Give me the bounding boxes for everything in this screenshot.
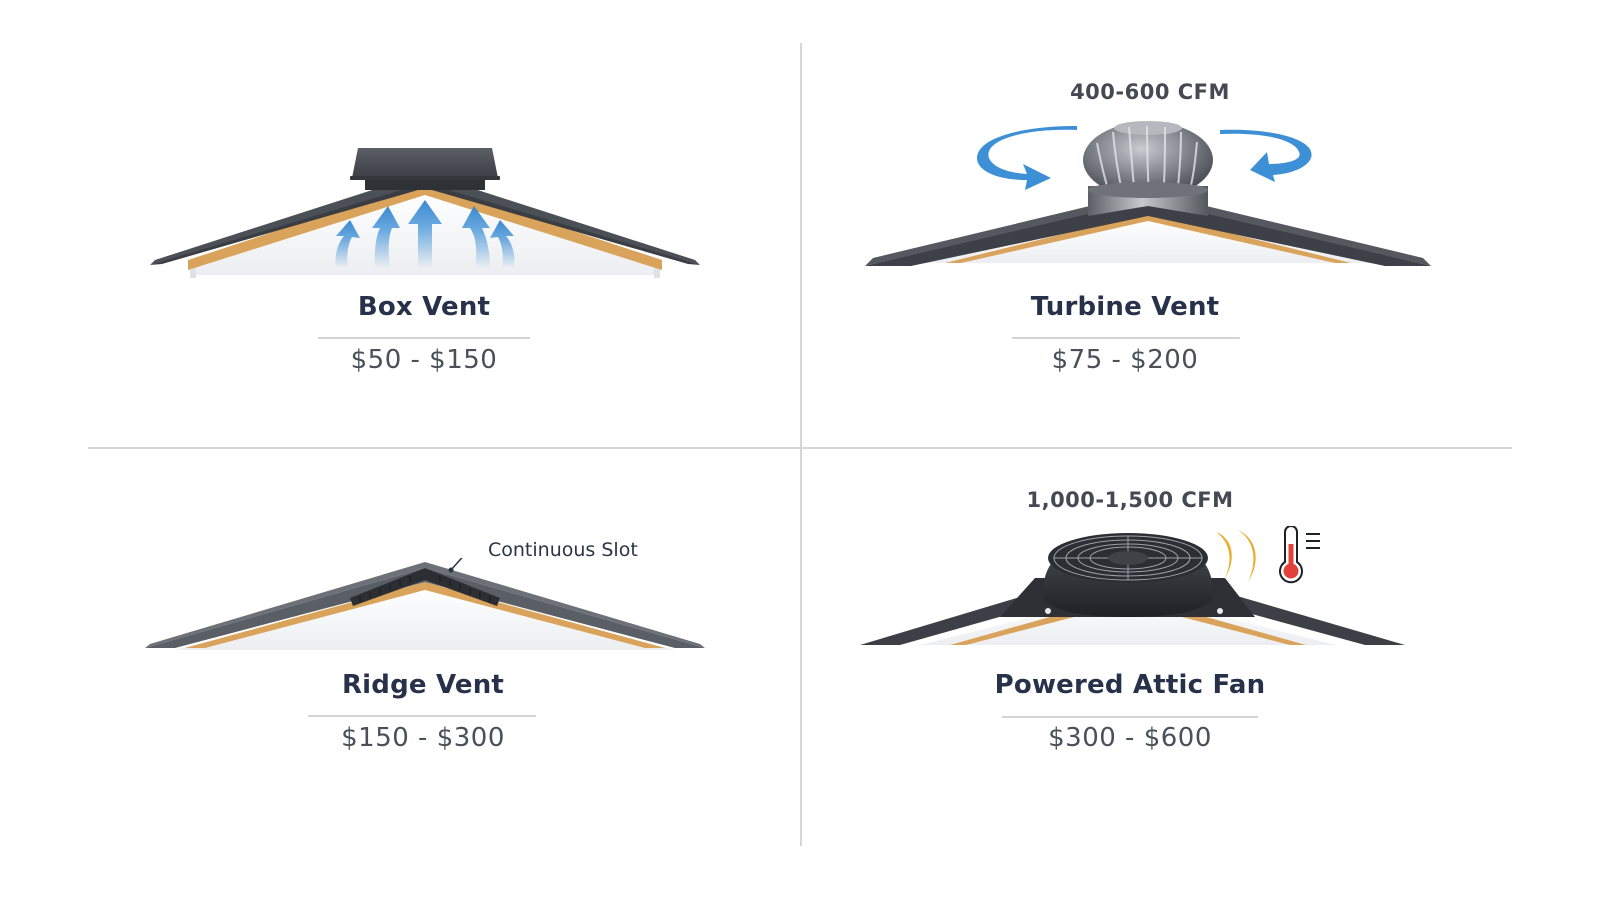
- title-underline: [1012, 337, 1240, 339]
- callout-label: Continuous Slot: [488, 539, 638, 561]
- vertical-divider: [800, 43, 802, 846]
- price-range: $50 - $150: [350, 345, 498, 375]
- price-range: $150 - $300: [341, 723, 505, 753]
- vent-title: Box Vent: [357, 292, 491, 322]
- box-vent-card: Box Vent $50 - $150: [0, 0, 800, 448]
- ridge-vent-card: Continuous Slot Ridge Vent $150 - $300: [0, 448, 800, 900]
- title-underline: [318, 337, 530, 339]
- airflow-rating: 400-600 CFM: [1070, 80, 1230, 104]
- ridge-vent-illustration: [145, 558, 705, 650]
- price-range: $300 - $600: [1048, 723, 1212, 753]
- turbine-vent-illustration: [865, 121, 1431, 266]
- powered-attic-fan-card: 1,000-1,500 CFM: [800, 448, 1600, 900]
- heat-waves-icon: [1216, 530, 1256, 582]
- thermometer-icon: [1279, 526, 1320, 584]
- vent-title: Ridge Vent: [341, 670, 505, 700]
- airflow-rating: 1,000-1,500 CFM: [1026, 488, 1234, 512]
- vent-title: Powered Attic Fan: [994, 670, 1266, 700]
- vent-title: Turbine Vent: [1030, 292, 1220, 322]
- title-underline: [308, 715, 536, 717]
- turbine-vent-card: 400-600 CFM: [800, 0, 1600, 448]
- powered-fan-illustration: [860, 533, 1405, 645]
- title-underline: [1002, 716, 1258, 718]
- box-vent-illustration: [150, 148, 700, 278]
- price-range: $75 - $200: [1051, 345, 1199, 375]
